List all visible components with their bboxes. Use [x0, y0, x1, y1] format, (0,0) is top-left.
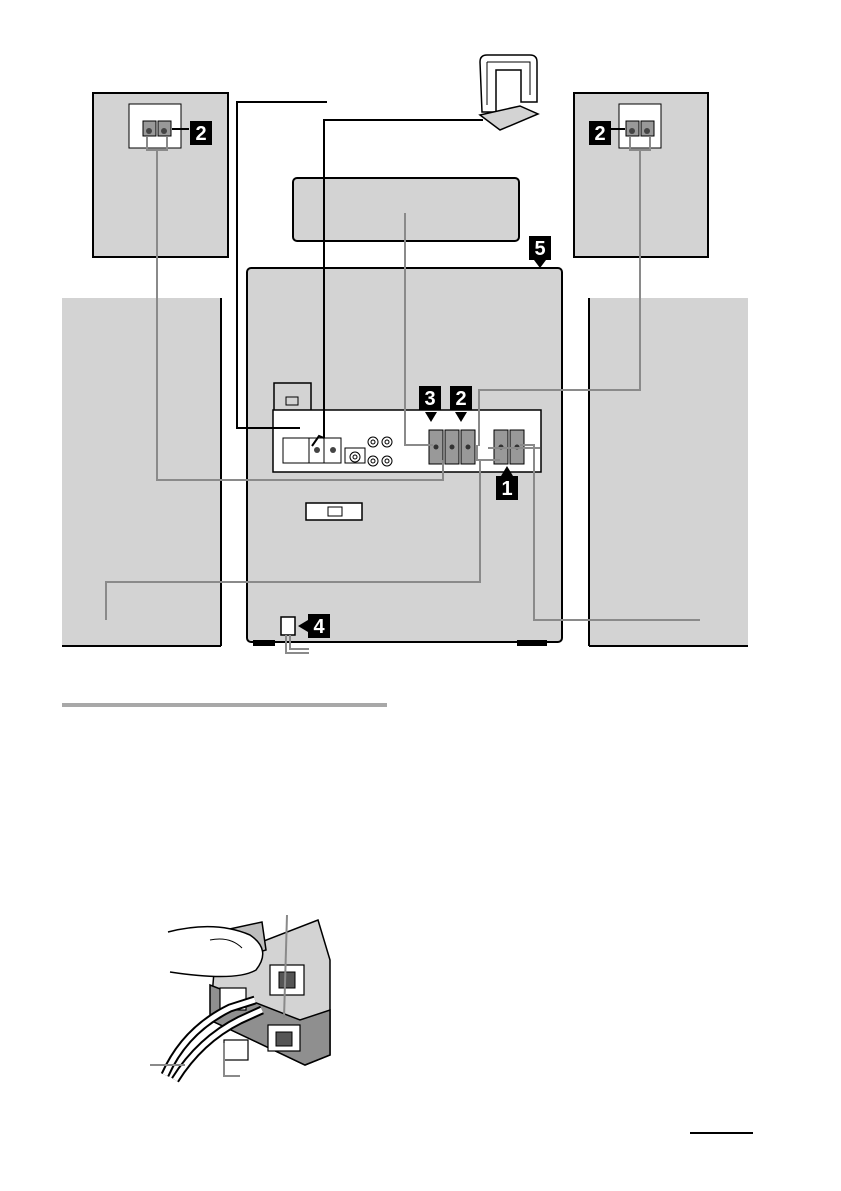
am-loop-antenna: [480, 55, 538, 130]
badge-1-label: 1: [501, 478, 512, 500]
left-floor-speaker: [62, 298, 221, 646]
speaker-terminals-center-front: [429, 430, 475, 464]
badge-5-main-unit: 5: [529, 236, 551, 268]
voltage-selector-box: [274, 383, 311, 413]
badge-2-right-label: 2: [594, 123, 605, 145]
badge-5-label: 5: [534, 238, 545, 260]
right-floor-speaker: [589, 298, 748, 646]
badge-2-front-label: 2: [455, 388, 466, 410]
badge-2-left-label: 2: [195, 123, 206, 145]
terminal-detail-illustration: [150, 915, 330, 1080]
badge-4-label: 4: [313, 616, 325, 638]
section-rule: [62, 703, 387, 707]
vent-slot: [306, 503, 362, 520]
left-satellite-speaker: 2: [93, 93, 228, 257]
badge-3-label: 3: [424, 388, 435, 410]
